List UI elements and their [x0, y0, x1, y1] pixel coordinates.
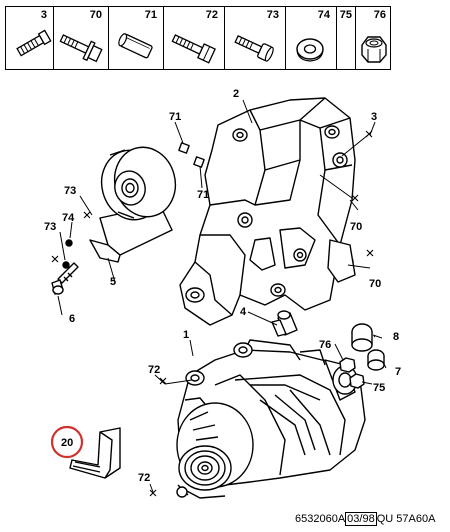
part-ref-label: 73 — [266, 9, 279, 21]
drive-belt-segment[interactable] — [69, 427, 121, 479]
terminal-nut-75[interactable] — [349, 373, 365, 389]
callout-70-upper: 70 — [350, 221, 362, 233]
callout-71-upper: 71 — [169, 111, 181, 123]
callout-71-lower: 71 — [197, 189, 209, 201]
washer-icon — [296, 38, 324, 62]
part-ref-label: 3 — [40, 9, 47, 21]
washer-73[interactable] — [62, 261, 70, 269]
dowel-sleeve-lower[interactable] — [193, 156, 205, 168]
callout-72-lower: 72 — [138, 472, 150, 484]
socket-head-bolt-icon — [16, 29, 52, 57]
socket-head-screw-icon — [234, 34, 274, 62]
part-ref-label: 74 — [317, 9, 330, 21]
part-ref-label: 70 — [89, 9, 102, 21]
hex-nut-icon — [361, 36, 387, 63]
parts-cell-76[interactable]: 76 — [355, 6, 391, 70]
callout-20: 20 — [61, 437, 73, 449]
dowel-sleeve-icon — [118, 33, 153, 59]
callout-7: 7 — [395, 366, 401, 378]
terminal-nut-76[interactable] — [339, 357, 356, 373]
callout-70-lower: 70 — [369, 278, 381, 290]
diagram-code: 6532060A — [295, 513, 346, 525]
callout-3: 3 — [371, 111, 377, 123]
callout-76: 76 — [319, 339, 331, 351]
parts-table: 3 70 71 — [5, 6, 391, 71]
callout-8: 8 — [393, 331, 399, 343]
callout-73-upper: 73 — [64, 185, 76, 197]
terminal-cap-8[interactable] — [351, 323, 373, 352]
pulley-bolt[interactable] — [51, 262, 79, 295]
callout-4: 4 — [240, 306, 247, 318]
dowel-4[interactable] — [271, 310, 298, 337]
parts-cell-73[interactable]: 73 — [224, 6, 286, 70]
part-ref-label: 76 — [373, 9, 386, 21]
part-ref-label: 75 — [339, 9, 352, 21]
diagram-date: 03/98 — [345, 512, 377, 526]
leader-lines — [57, 99, 387, 493]
alternator[interactable] — [176, 339, 366, 499]
callout-73-lower: 73 — [44, 221, 56, 233]
callout-72-upper: 72 — [148, 364, 160, 376]
callout-74: 74 — [62, 212, 75, 224]
mounting-bracket[interactable] — [179, 97, 356, 326]
idler-pulley-assembly[interactable] — [89, 140, 183, 263]
parts-cell-74[interactable]: 74 — [285, 6, 337, 70]
callout-75: 75 — [373, 382, 385, 394]
bolt-position-markers — [51, 130, 374, 497]
callout-2: 2 — [233, 88, 239, 100]
terminal-cap-7[interactable] — [367, 349, 385, 371]
highlight-circle — [50, 425, 84, 459]
callout-5: 5 — [110, 276, 116, 288]
callout-6: 6 — [69, 313, 75, 325]
parts-cell-3[interactable]: 3 — [5, 6, 54, 70]
washer-74[interactable] — [65, 239, 73, 247]
part-ref-label: 72 — [205, 9, 218, 21]
diagram-suffix: QU 57A60A — [376, 513, 436, 525]
part-ref-label: 71 — [144, 9, 157, 21]
parts-cell-71[interactable]: 71 — [108, 6, 164, 70]
parts-cell-70[interactable]: 70 — [53, 6, 109, 70]
callout-labels: 2 3 71 71 70 70 73 74 73 5 6 4 8 76 7 75… — [44, 88, 401, 484]
flange-bolt-icon — [59, 34, 103, 63]
hex-bolt-icon — [171, 34, 216, 64]
dowel-sleeve-upper[interactable] — [178, 142, 190, 154]
parts-cell-72[interactable]: 72 — [163, 6, 225, 70]
callout-1: 1 — [183, 329, 189, 341]
